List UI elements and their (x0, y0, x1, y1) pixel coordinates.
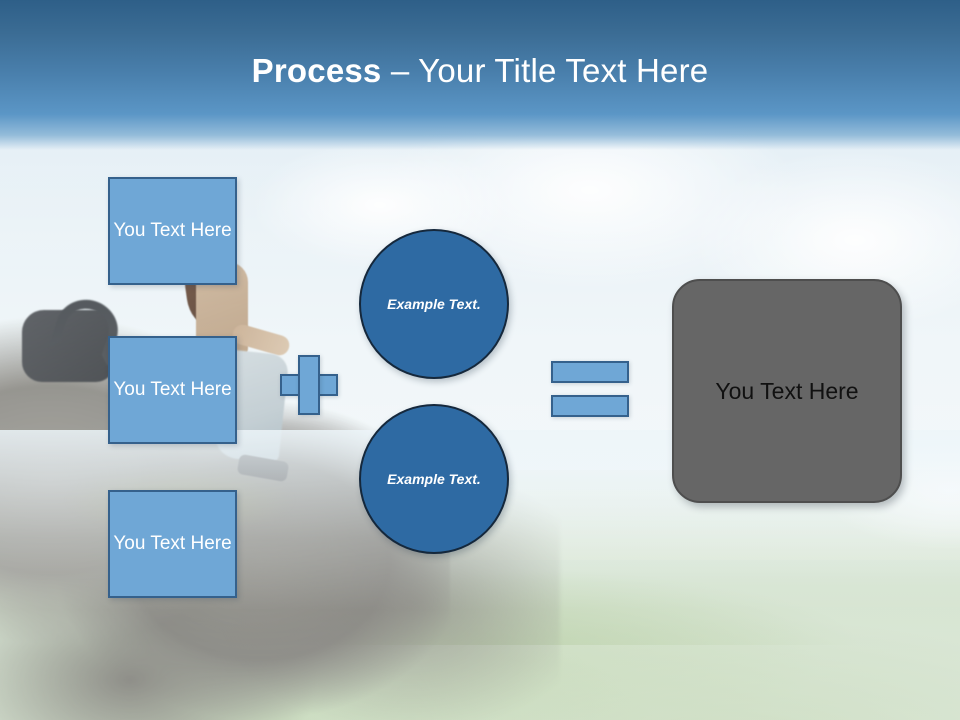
result-box-label: You Text Here (715, 377, 859, 404)
input-box-1[interactable]: You Text Here (108, 177, 237, 285)
equals-icon-top-bar (551, 361, 629, 383)
plus-icon (280, 355, 338, 415)
circle-node-2-label: Example Text. (387, 470, 481, 487)
input-box-2-label: You Text Here (113, 379, 232, 401)
page-title: Process – Your Title Text Here (0, 52, 960, 90)
equals-icon (551, 361, 629, 417)
input-box-2[interactable]: You Text Here (108, 336, 237, 444)
plus-icon-center-fill (300, 376, 318, 394)
circle-node-1-label: Example Text. (387, 295, 481, 312)
input-box-3-label: You Text Here (113, 533, 232, 555)
circle-node-2[interactable]: Example Text. (359, 404, 509, 554)
page-title-bold: Process (251, 52, 382, 89)
circle-node-1[interactable]: Example Text. (359, 229, 509, 379)
equals-icon-bottom-bar (551, 395, 629, 417)
input-box-1-label: You Text Here (113, 220, 232, 242)
input-box-3[interactable]: You Text Here (108, 490, 237, 598)
result-box[interactable]: You Text Here (672, 279, 902, 503)
page-title-rest: – Your Title Text Here (381, 52, 709, 89)
background-backpack (22, 310, 114, 382)
title-banner (0, 0, 960, 150)
